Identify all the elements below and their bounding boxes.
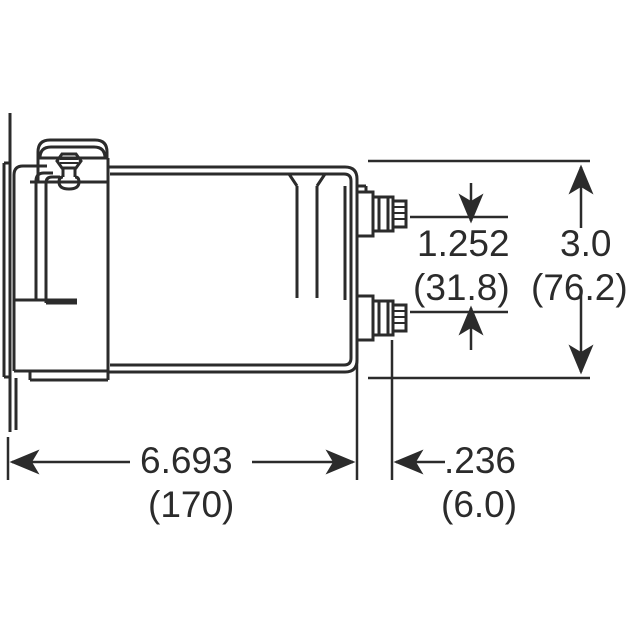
label-connector-projection-primary: .236 xyxy=(444,440,516,481)
mounting-bracket xyxy=(28,138,110,382)
circular-connector-bottom xyxy=(355,294,408,342)
label-connector-projection-secondary: (6.0) xyxy=(441,484,517,525)
panel-mount-flange xyxy=(2,113,18,432)
label-length-overall-secondary: (170) xyxy=(148,484,234,525)
dimension-labels: 1.252 (31.8) 3.0 (76.2) 6.693 (170) .236… xyxy=(140,223,628,525)
label-connector-spacing-secondary: (31.8) xyxy=(413,267,510,308)
hex-bolt-fastener xyxy=(55,152,83,191)
extension-lines xyxy=(6,159,590,480)
end-cover-plate xyxy=(12,164,105,373)
label-height-overall-primary: 3.0 xyxy=(560,223,611,264)
main-housing-body xyxy=(108,165,359,374)
circular-connector-top xyxy=(355,184,408,238)
label-connector-spacing-primary: 1.252 xyxy=(417,223,510,264)
label-length-overall-primary: 6.693 xyxy=(140,440,233,481)
label-height-overall-secondary: (76.2) xyxy=(531,267,628,308)
